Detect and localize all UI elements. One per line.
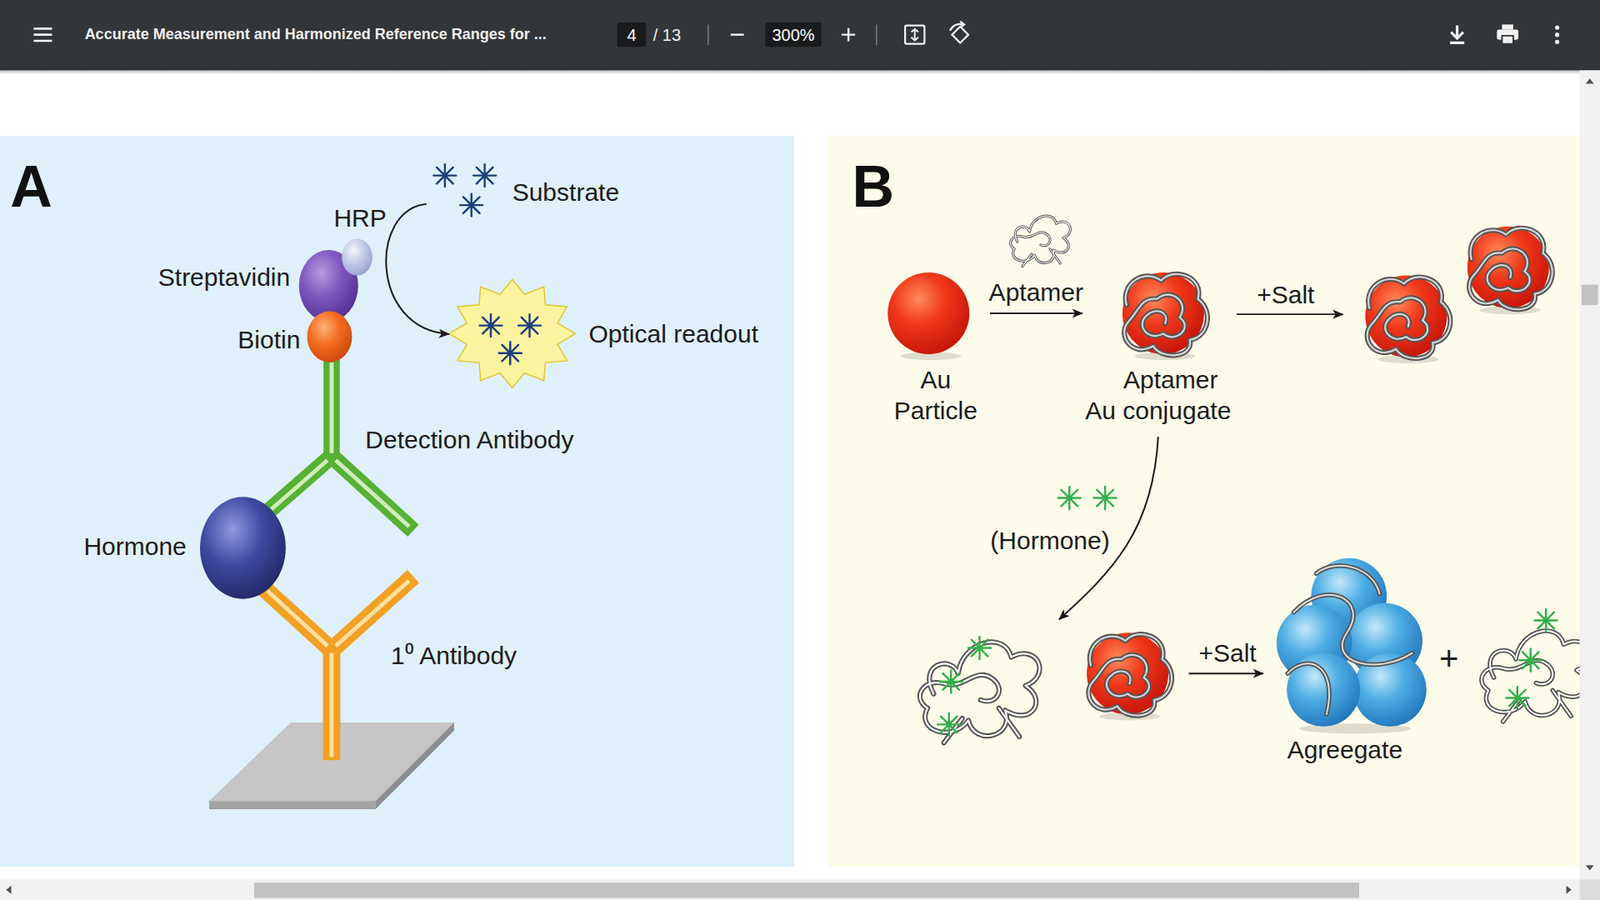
viewer-toolbar (0, 0, 1600, 75)
page-count: / 13 (653, 25, 681, 45)
node-label: Agreegate (1268, 735, 1422, 766)
node-label: Au Particle (881, 365, 990, 426)
panel-letter: A (10, 157, 53, 216)
part-name: Streptavidin (158, 262, 290, 293)
zoom-level: 300% (771, 25, 815, 45)
document-title: Accurate Measurement and Harmonized Refe… (85, 25, 547, 45)
part-name: Biotin (237, 325, 300, 355)
node-label: Aptamer Au conjugate (1082, 365, 1235, 426)
node-label: Substrate (512, 177, 620, 209)
step-label: +Salt (1256, 280, 1315, 310)
edge-label: Aptamer (989, 277, 1084, 308)
elisa-illustration (200, 164, 576, 810)
step-label: +Salt (1198, 638, 1256, 669)
aptamer-illustration (887, 215, 1590, 743)
figure-panel: B Au Particle Aptamer Au conjugateAgreegat… (828, 135, 1580, 867)
part-name: Hormone (83, 531, 186, 562)
connector-arrow (385, 204, 449, 335)
part-name: Detection Antibody (365, 425, 574, 455)
part-name: 1⁰ Antibody (390, 640, 517, 671)
page-number: 4 (626, 25, 636, 45)
plus-sign: + (1439, 638, 1459, 679)
panel-letter: B (851, 157, 895, 216)
step-label: (Hormone) (990, 525, 1110, 556)
connector-arrow (990, 312, 1083, 315)
part-name: HRP (333, 203, 386, 234)
node-label: Optical readout (589, 319, 759, 350)
substrate-group: Substrate (426, 162, 625, 224)
